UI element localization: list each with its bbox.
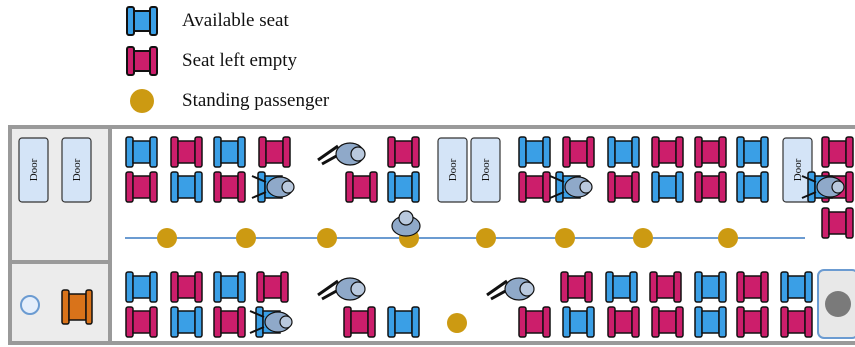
empty-seat [821, 207, 854, 239]
seated-passengers [249, 142, 845, 338]
available-seat [780, 271, 813, 303]
empty-seat [694, 136, 727, 168]
empty-seat [821, 136, 854, 168]
available-seat [125, 136, 158, 168]
standing-passenger [447, 313, 467, 333]
empty-seat [170, 271, 203, 303]
empty-seat [213, 171, 246, 203]
empty-seat [518, 171, 551, 203]
door-label: Door [447, 158, 459, 181]
seated-passenger-icon [801, 171, 845, 203]
available-seat [518, 136, 551, 168]
door: Door [470, 137, 501, 203]
cab-window [20, 295, 40, 315]
door-label: Door [28, 158, 40, 181]
empty-seat [125, 306, 158, 338]
empty-seat [736, 271, 769, 303]
empty-seat [170, 136, 203, 168]
available-seat [736, 136, 769, 168]
available-seat [651, 171, 684, 203]
empty-seat [562, 136, 595, 168]
empty-seat [213, 306, 246, 338]
door-label: Door [71, 158, 83, 181]
empty-seat [258, 136, 291, 168]
empty-seat [780, 306, 813, 338]
walking-passenger-icon [486, 277, 535, 301]
available-seat [170, 306, 203, 338]
aisle-passenger-icon [391, 210, 421, 237]
empty-seat [125, 171, 158, 203]
available-seat [562, 306, 595, 338]
seated-passenger-icon [249, 306, 293, 338]
available-seat [694, 271, 727, 303]
empty-seat [560, 271, 593, 303]
doors: Door Door Door Door Door [18, 137, 813, 203]
empty-seat [651, 136, 684, 168]
empty-seat [256, 271, 289, 303]
walking-passenger-icon [317, 277, 366, 301]
empty-seat [694, 171, 727, 203]
standing-passenger-icon [130, 89, 154, 113]
door-label: Door [792, 158, 804, 181]
empty-seat [649, 271, 682, 303]
seated-passenger-icon [549, 171, 593, 203]
available-seat [387, 171, 420, 203]
empty-seat [607, 171, 640, 203]
available-seat [170, 171, 203, 203]
legend-available-label: Available seat [182, 10, 289, 31]
standing-passenger [555, 228, 575, 248]
car-walls [8, 125, 855, 345]
available-seat [125, 271, 158, 303]
available-seat [387, 306, 420, 338]
empty-seat [651, 306, 684, 338]
available-seat [607, 136, 640, 168]
door-label: Door [480, 158, 492, 181]
available-seat [213, 136, 246, 168]
empty-seat [387, 136, 420, 168]
standing-passenger [236, 228, 256, 248]
driver-seat-icon [61, 289, 93, 325]
legend-empty-label: Seat left empty [182, 50, 298, 71]
empty-seat [607, 306, 640, 338]
available-seat [605, 271, 638, 303]
standing-passenger [633, 228, 653, 248]
door: Door [782, 137, 813, 203]
legend-standing-label: Standing passenger [182, 90, 330, 111]
available-seat-icon [126, 6, 158, 36]
seats [125, 136, 854, 338]
seated-passenger-icon [251, 171, 295, 203]
empty-seat [345, 171, 378, 203]
empty-seat [518, 306, 551, 338]
empty-seat [343, 306, 376, 338]
walking-passenger-icon [317, 142, 366, 166]
standing-passenger [317, 228, 337, 248]
legend: Available seat Seat left empty Standing … [0, 0, 855, 125]
available-seat [213, 271, 246, 303]
legend-standing: Standing passenger [125, 85, 329, 117]
legend-empty: Seat left empty [125, 45, 297, 77]
door: Door [61, 137, 92, 203]
standing-passenger [718, 228, 738, 248]
available-seat [694, 306, 727, 338]
door: Door [18, 137, 49, 203]
rear-cab-light [825, 291, 851, 317]
available-seat [736, 171, 769, 203]
empty-seat-icon [126, 46, 158, 76]
door: Door [437, 137, 468, 203]
standing-passenger [476, 228, 496, 248]
empty-seat [736, 306, 769, 338]
legend-available: Available seat [125, 5, 289, 37]
standing-passenger [157, 228, 177, 248]
